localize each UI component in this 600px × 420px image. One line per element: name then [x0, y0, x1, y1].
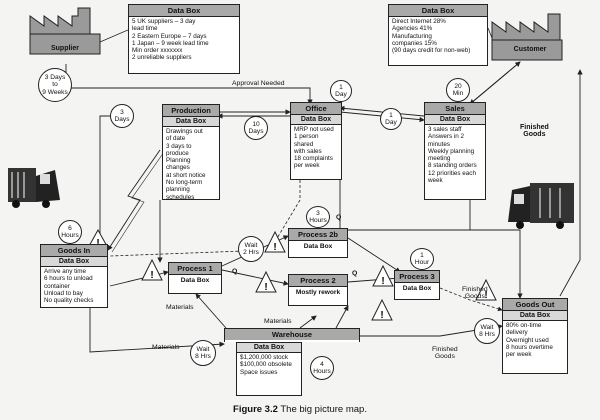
office-title: Office — [291, 103, 341, 115]
goods-out-title: Goods Out — [503, 299, 567, 311]
svg-text:!: ! — [150, 270, 153, 281]
process-2b-box: Process 2b Data Box — [288, 228, 348, 258]
inventory-triangle-goods-out: ! — [475, 278, 497, 301]
production-title: Production — [163, 105, 219, 117]
svg-text:!: ! — [381, 276, 384, 287]
materials-label-1: Materials — [166, 304, 194, 311]
wait-eight-hours-warehouse-circle: Wait 8 Hrs — [190, 340, 216, 366]
approval-needed-label: Approval Needed — [232, 80, 285, 87]
office-data-header: Data Box — [291, 115, 341, 125]
process-2-box: Process 2 Mostly rework — [288, 274, 348, 306]
goods-out-data-header: Data Box — [503, 311, 567, 321]
customer-factory-icon — [491, 13, 563, 61]
inventory-triangle-warehouse: ! — [371, 298, 393, 321]
office-ten-days-circle: 10 Days — [244, 116, 268, 140]
inventory-triangle-p2: ! — [255, 270, 277, 293]
goods-in-hours-circle: 6 Hours — [58, 220, 82, 244]
customer-data-header: Data Box — [389, 5, 487, 17]
goods-out-data-text: 80% on-time delivery Overnight used 8 ho… — [506, 322, 553, 359]
supplier-lead-time-circle: 3 Days to 9 Weeks — [38, 68, 72, 102]
process-2b-data: Data Box — [303, 243, 333, 250]
sales-minutes-circle: 20 Min — [446, 78, 470, 102]
sales-data-text: 3 sales staff Answers in 2 minutes Weekl… — [428, 126, 477, 185]
svg-text:!: ! — [484, 290, 487, 301]
process-2b-title: Process 2b — [289, 229, 347, 241]
office-data-text: MRP not used 1 person shared with sales … — [294, 126, 334, 170]
production-data-text: Drawings out of date 3 days to produce P… — [166, 128, 206, 201]
queue-label-1: Q — [232, 268, 238, 275]
customer-data-box: Data Box Direct Internet 28% Agencies 41… — [388, 4, 488, 66]
office-box: Office Data Box MRP not used 1 person sh… — [290, 102, 342, 180]
finished-goods-label-top: Finished Goods — [520, 124, 549, 138]
production-days-circle: 3 Days — [110, 104, 134, 128]
figure-caption: Figure 3.2 The big picture map. — [0, 404, 600, 415]
customer-data-text: Direct Internet 28% Agencies 41% Manufac… — [392, 18, 471, 55]
figure-title: The big picture map. — [280, 404, 367, 415]
process-3-data: Data Box — [402, 285, 432, 292]
inventory-triangle-p3: ! — [372, 264, 394, 287]
svg-text:!: ! — [96, 238, 99, 249]
goods-in-box: Goods In Data Box Arrive any time 6 hour… — [40, 244, 108, 308]
supplier-data-text: 5 UK suppliers – 3 day lead time 2 Easte… — [132, 18, 209, 62]
process-3-hour-circle: 1 Hour — [410, 248, 434, 270]
process-1-data: Data Box — [180, 277, 210, 284]
production-box: Production Data Box Drawings out of date… — [162, 104, 220, 201]
warehouse-hours-circle: 4 Hours — [310, 356, 334, 380]
customer-label: Customer — [513, 46, 547, 53]
goods-out-box: Goods Out Data Box 80% on-time delivery … — [502, 298, 568, 374]
materials-label-3: Materials — [152, 344, 180, 351]
office-day-circle: 1 Day — [330, 80, 352, 102]
wait-two-hours-circle: Wait 2 Hrs — [238, 236, 264, 262]
svg-text:!: ! — [264, 282, 267, 293]
process-1-title: Process 1 — [169, 263, 221, 275]
supplier-data-header: Data Box — [129, 5, 239, 17]
wait-eight-hours-goods-out-circle: Wait 8 Hrs — [474, 318, 500, 344]
queue-label-2: Q — [336, 214, 342, 221]
goods-in-title: Goods In — [41, 245, 107, 257]
finished-goods-label-low: Finished Goods — [432, 346, 458, 360]
warehouse-header-bar: Warehouse — [224, 328, 360, 342]
process-1-box: Process 1 Data Box — [168, 262, 222, 294]
supplier-factory-icon — [29, 7, 101, 55]
warehouse-title: Warehouse — [225, 329, 359, 340]
process-2-title: Process 2 — [289, 275, 347, 287]
sales-data-header: Data Box — [425, 115, 485, 125]
warehouse-data-text: $1,200,000 stock $100,000 obsolete Space… — [240, 354, 292, 376]
figure-number: Figure 3.2 — [233, 404, 278, 415]
inbound-truck-icon — [8, 168, 60, 208]
sales-title: Sales — [425, 103, 485, 115]
warehouse-data-header: Data Box — [237, 343, 301, 353]
process-3-box: Process 3 Data Box — [394, 270, 440, 300]
queue-label-3: Q — [352, 270, 358, 277]
svg-text:!: ! — [380, 310, 383, 321]
goods-in-data-text: Arrive any time 6 hours to unload contai… — [44, 268, 94, 305]
supplier-label: Supplier — [50, 45, 79, 52]
inventory-triangle-process1: ! — [141, 258, 163, 281]
process-2b-hours-circle: 3 Hours — [306, 206, 330, 228]
sales-box: Sales Data Box 3 sales staff Answers in … — [424, 102, 486, 200]
outbound-truck-icon — [508, 183, 574, 229]
supplier-data-box: Data Box 5 UK suppliers – 3 day lead tim… — [128, 4, 240, 74]
production-data-header: Data Box — [163, 117, 219, 127]
finished-goods-label-mid: Finished Goods — [462, 286, 488, 300]
process-2-data: Mostly rework — [295, 289, 341, 296]
sales-day-circle: 1 Day — [380, 108, 402, 130]
warehouse-data-box: Data Box $1,200,000 stock $100,000 obsol… — [236, 342, 302, 396]
goods-in-data-header: Data Box — [41, 257, 107, 267]
svg-text:!: ! — [273, 242, 276, 253]
process-3-title: Process 3 — [395, 271, 439, 283]
inventory-triangle-p2b: ! — [264, 230, 286, 253]
materials-label-2: Materials — [264, 318, 292, 325]
